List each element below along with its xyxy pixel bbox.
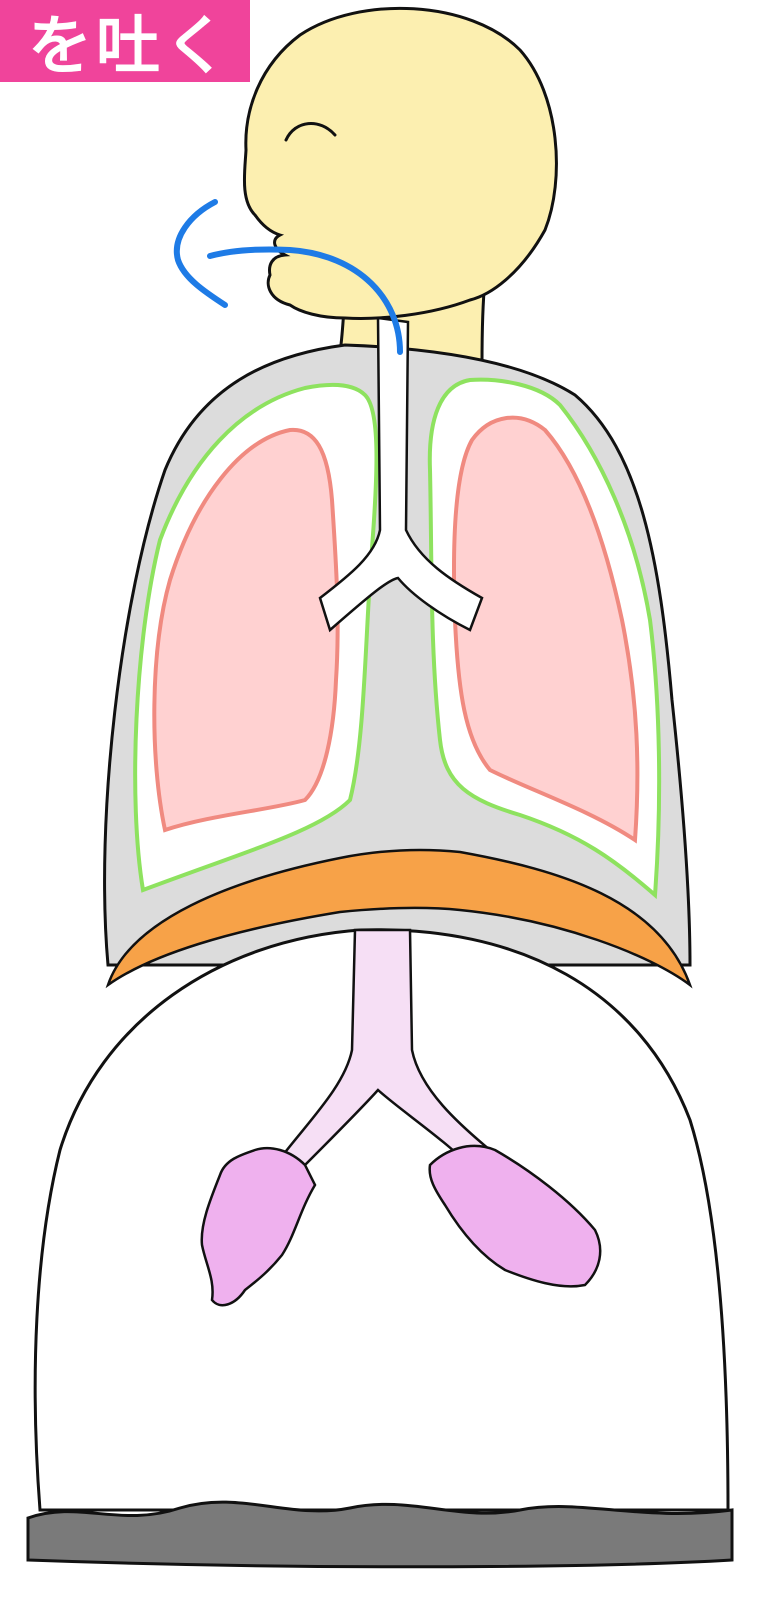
- head: [244, 8, 556, 364]
- head-shape: [244, 8, 556, 318]
- model-base: [28, 1502, 732, 1567]
